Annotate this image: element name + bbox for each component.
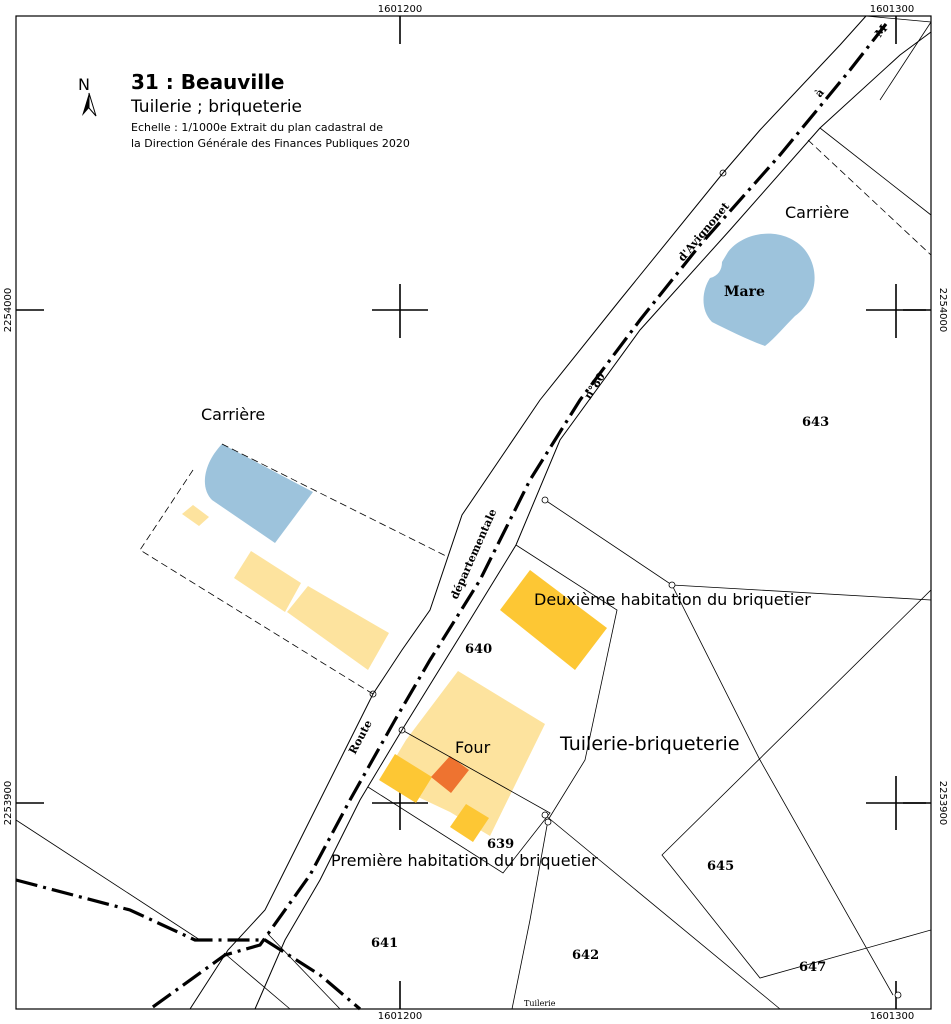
road-word-route: Route (346, 718, 375, 756)
premiere-habitation-block-2 (450, 804, 489, 842)
road-axis (149, 23, 888, 1011)
label-carriere-left: Carrière (201, 405, 265, 424)
map-scale-line-2: la Direction Générale des Finances Publi… (131, 137, 410, 150)
building-shed-1 (234, 551, 301, 612)
coord-top-left: 1601200 (378, 4, 423, 15)
coord-bottom-left: 1601200 (378, 1011, 423, 1022)
road-word-departementale: départementale (448, 507, 499, 601)
coord-right-top: 2254000 (937, 288, 948, 333)
coord-left-bottom: 2253900 (3, 781, 14, 826)
map-title: 31 : Beauville (131, 70, 284, 94)
road-word-a: à (812, 86, 827, 100)
parcel-lines (15, 15, 932, 1010)
four-kiln (431, 756, 469, 793)
north-arrow-icon: N (78, 75, 97, 117)
building-shed-2 (287, 586, 389, 670)
coord-right-bottom: 2253900 (937, 781, 948, 826)
coord-bottom-right: 1601300 (870, 1011, 915, 1022)
deuxieme-habitation (500, 570, 607, 670)
coord-top-right: 1601300 (870, 4, 915, 15)
map-scale-line-1: Echelle : 1/1000e Extrait du plan cadast… (131, 121, 383, 134)
parcel-645: 645 (707, 859, 734, 874)
label-four: Four (455, 738, 491, 757)
carriere-pond-left (204, 444, 313, 543)
map-frame (15, 15, 932, 1010)
building-small (182, 505, 209, 526)
premiere-habitation-block-1 (379, 754, 432, 803)
coord-left-top: 2254000 (3, 288, 14, 333)
label-deuxieme-habitation: Deuxième habitation du briquetier (534, 590, 811, 609)
road-word-n80: n°80 (582, 370, 608, 402)
road-edges (189, 15, 932, 1010)
label-mare: Mare (724, 284, 765, 300)
parcel-641: 641 (371, 936, 398, 951)
map-subtitle: Tuilerie ; briqueterie (130, 97, 302, 117)
parcel-639: 639 (487, 837, 514, 852)
road-word-avignonet: d'Avignonet (675, 199, 732, 264)
carriere-dashed-outlines (139, 139, 932, 695)
parcel-647: 647 (799, 960, 826, 975)
grid-crosses (372, 284, 926, 830)
label-carriere-right: Carrière (785, 203, 849, 222)
label-tuilerie-briqueterie: Tuilerie-briqueterie (559, 733, 740, 755)
road-axis-branch (15, 878, 362, 1011)
tuilerie-building (382, 671, 545, 836)
parcel-642: 642 (572, 948, 599, 963)
parcel-640: 640 (465, 642, 492, 657)
north-label: N (78, 75, 90, 94)
label-premiere-habitation: Première habitation du briquetier (331, 851, 598, 870)
label-tuilerie-small: Tuilerie (524, 999, 556, 1008)
parcel-643: 643 (802, 415, 829, 430)
mare-pond (703, 233, 815, 346)
